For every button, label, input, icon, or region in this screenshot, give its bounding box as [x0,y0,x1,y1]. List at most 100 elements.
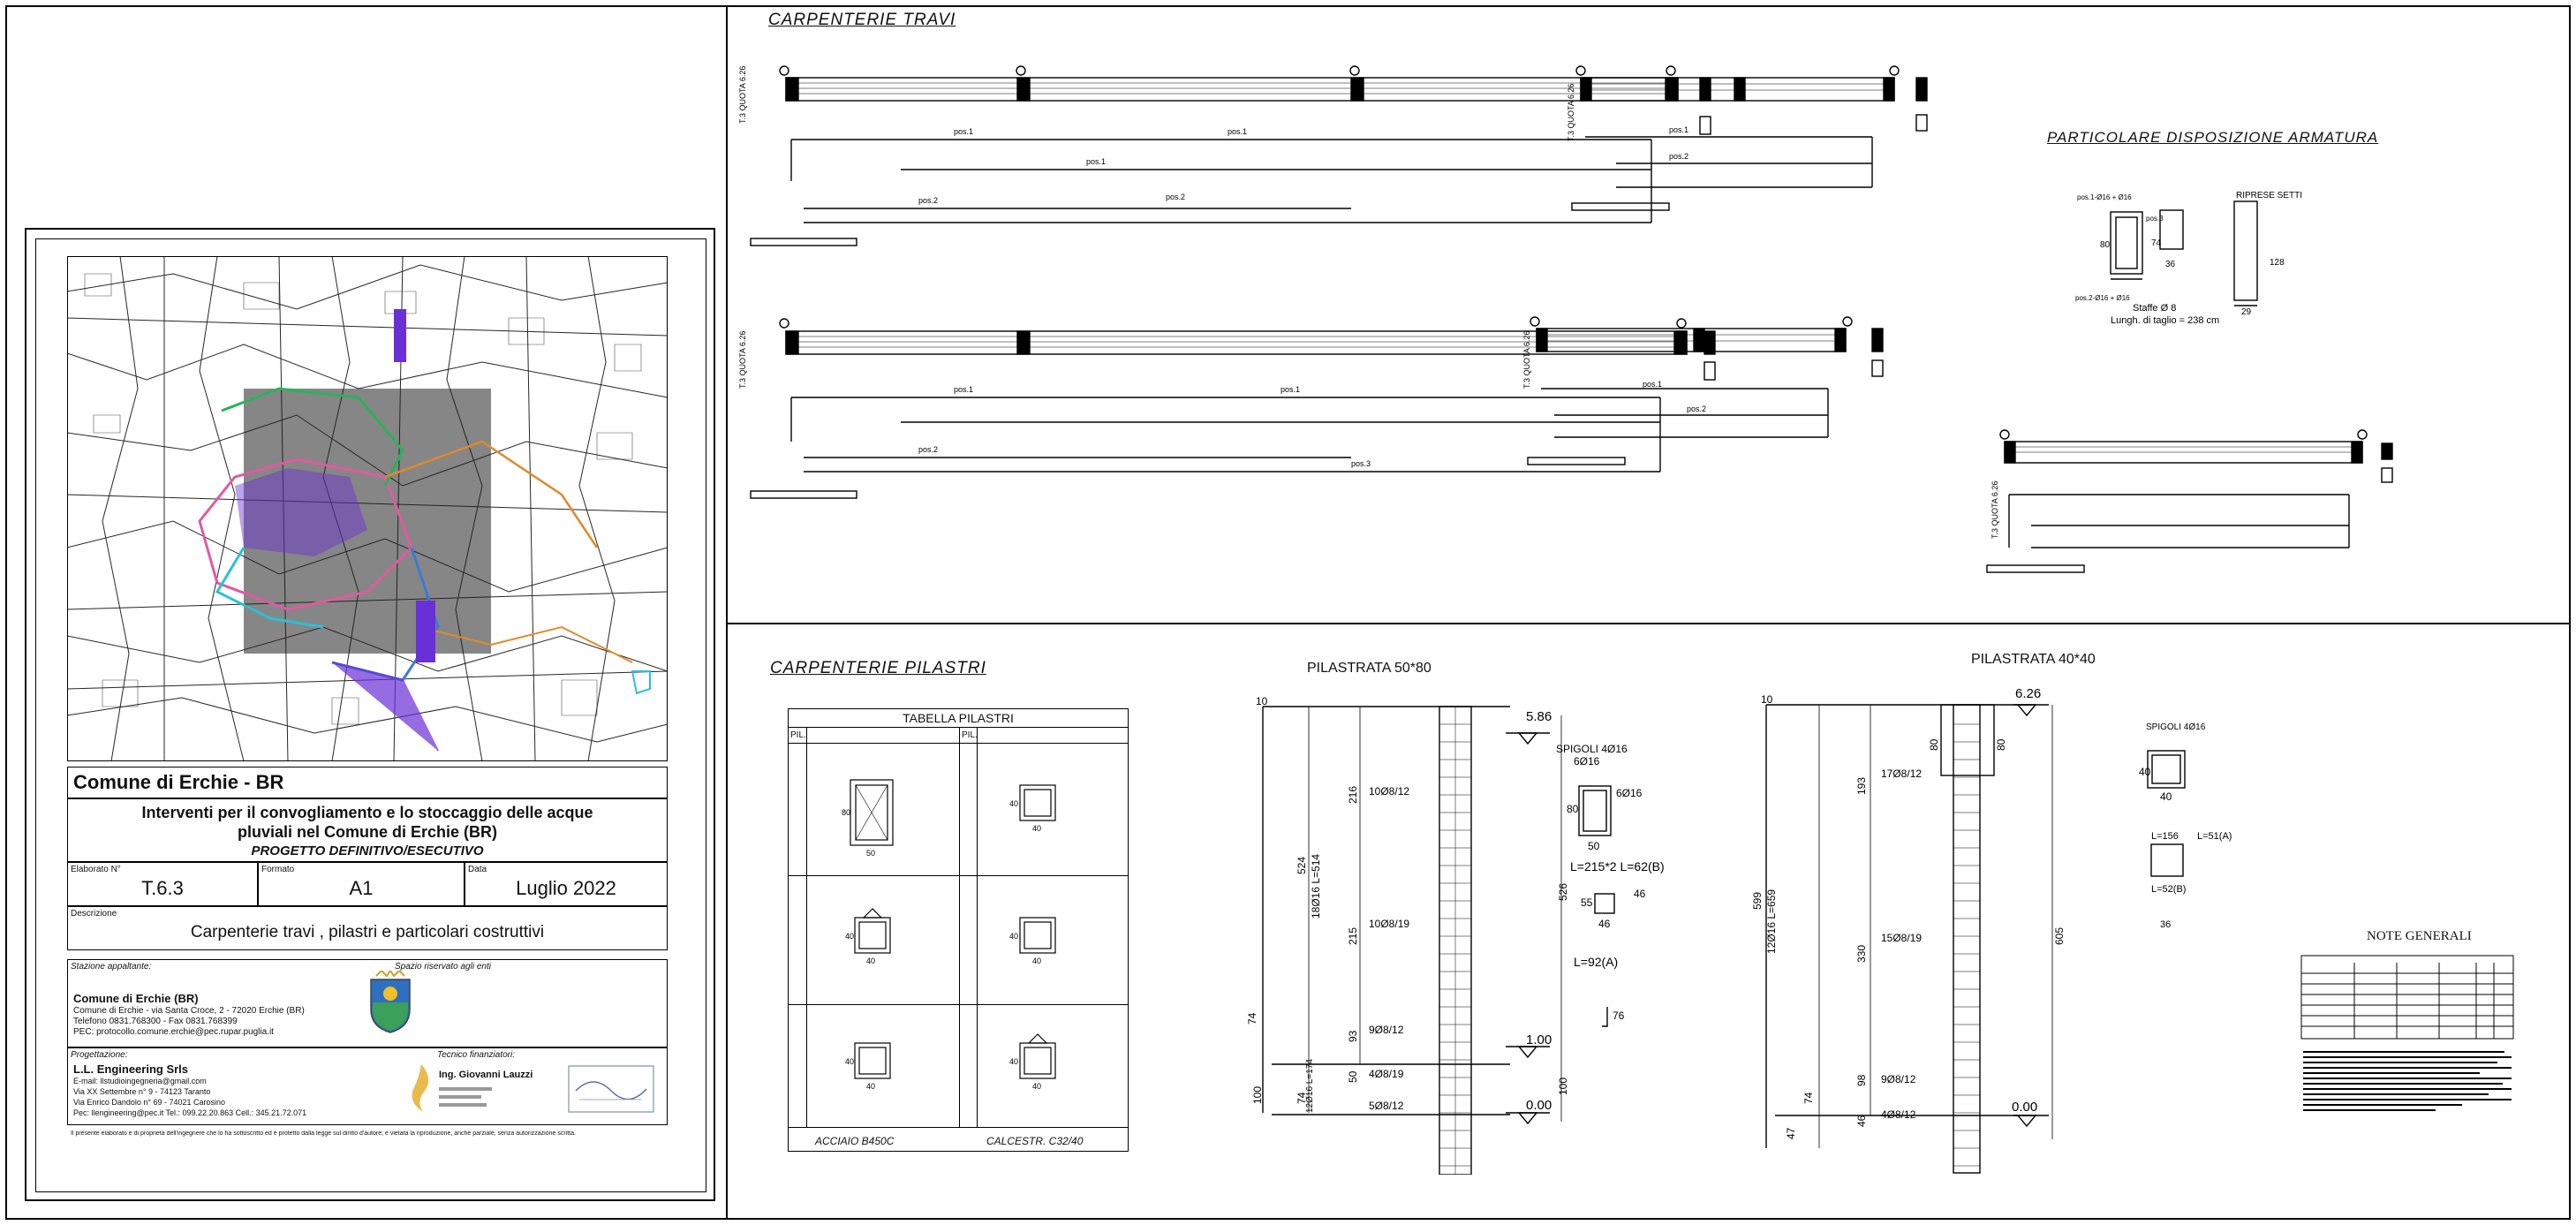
p1-h10: 10 [1256,695,1268,707]
tabella-pil-label-2: PIL. [962,730,978,740]
pilastrata2-drawing: 6.26 0.00 SPIGOLI 4Ø16 40 40 L=51(A) L=1… [1751,686,2232,1174]
p1-spigoli: SPIGOLI 4Ø16 [1556,743,1628,755]
municipal-coat-of-arms-icon [370,971,411,1033]
project-title: Interventi per il convogliamento e lo st… [141,804,593,841]
p1-l-bot: L=92(A) [1574,955,1618,969]
elaborato-cell: Elaborato N° T.6.3 [67,862,258,906]
p2-h193: 193 [1855,777,1868,795]
particolare-section-title: PARTICOLARE DISPOSIZIONE ARMATURA [2047,129,2379,146]
svg-text:40: 40 [1009,1057,1018,1066]
descrizione-value: Carpenterie travi , pilastri e particola… [190,923,545,941]
svg-text:40: 40 [1032,824,1041,833]
svg-text:40: 40 [845,932,854,941]
p1-st1: 10Ø8/12 [1369,785,1409,798]
data-label: Data [468,865,487,874]
p1-h524: 524 [1296,857,1308,874]
p1-dim46: 46 [1598,918,1611,930]
p2-dim36: 36 [2160,919,2171,930]
data-cell: Data Luglio 2022 [465,862,668,906]
spazio-label: Spazio riservato agli enti [395,962,491,972]
tabella-title: TABELLA PILASTRI [903,711,1014,725]
p1-st3: 9Ø8/12 [1369,1024,1404,1036]
p2-st2: 15Ø8/19 [1881,932,1922,944]
beam3-pos1-label: pos.1 [1669,125,1688,134]
travi-section-title: CARPENTERIE TRAVI [768,11,956,29]
svg-text:40: 40 [1009,799,1018,808]
p1-st4: 4Ø8/19 [1369,1068,1404,1080]
engineer-name: Ing. Giovanni Lauzzi [439,1070,533,1080]
beam1-pos2-label: pos.2 [918,196,938,205]
designer-line1: E-mail: llstudioingegneria@gmail.com [73,1077,207,1085]
tabella-calcestr: CALCESTR. C32/40 [986,1135,1084,1147]
titleblock-frame [25,228,715,1201]
beam3-pos2-label: pos.2 [1669,152,1688,161]
tecnico-label: Tecnico finanziatori: [437,1050,516,1060]
p2-sec-h: 40 [2139,766,2151,778]
beam2-pos3-label: pos.3 [1351,459,1371,468]
particolare-staffe: Staffe Ø 8 [2133,303,2176,314]
particolare-pos-top: pos.1-Ø16 + Ø16 [2077,193,2132,201]
beam4-pos2-label: pos.2 [1687,405,1706,413]
stazione-label: Stazione appaltante: [71,962,152,972]
note-generali-title: NOTE GENERALI [2367,929,2472,943]
sheet-frame [5,5,2571,1220]
p2-h47: 47 [1785,1127,1797,1139]
beam1-pos1-label: pos.1 [954,127,973,136]
p1-lati2: 6Ø16 [1616,787,1643,799]
progettazione-label: Progettazione: [71,1050,128,1060]
particolare-stirrups [2110,200,2258,306]
beam1-pos1b-label: pos.1 [1086,157,1106,166]
p1-dim46b: 46 [1634,888,1646,900]
svg-text:40: 40 [1009,932,1018,941]
beam2-pos1-label: pos.1 [954,385,973,394]
data-value: Luglio 2022 [516,877,616,899]
p1-st5: 5Ø8/12 [1369,1100,1404,1112]
engineer-stamp [439,1084,492,1119]
beam-2 [750,318,1716,499]
p2-h46: 46 [1855,1115,1868,1127]
client-line2: Telefono 0831.768300 - Fax 0831.768399 [73,1017,238,1026]
beam-4 [1527,316,1884,465]
p2-spigoli: SPIGOLI 4Ø16 [2146,722,2206,732]
beam2-pos2-label: pos.2 [918,445,938,454]
p1-lati1: 6Ø16 [1574,755,1600,768]
p1-h526: 526 [1557,883,1569,901]
beam1-pos2b-label: pos.2 [1166,193,1185,201]
p1-h215: 215 [1347,927,1359,945]
particolare-dim128: 128 [2270,258,2285,268]
pilastrata2-title: PILASTRATA 40*40 [1971,652,2096,667]
client-line1: Comune di Erchie - via Santa Croce, 2 - … [73,1006,305,1016]
p2-h330: 330 [1855,945,1868,963]
p1-long: 18Ø16 L=514 [1310,854,1322,919]
p1-sec-w: 50 [1588,840,1600,852]
site-map [67,256,668,761]
elaborato-value: T.6.3 [141,877,184,899]
p1-dim55: 55 [1581,896,1593,909]
p2-st4: 4Ø8/12 [1881,1108,1916,1121]
beam2-pos1b-label: pos.1 [1280,385,1300,394]
p2-h599: 599 [1751,892,1764,910]
pilastrata1-drawing: 5.86 1.00 0.00 SPIGOLI 4Ø16 6Ø16 6Ø16 80… [1246,695,1665,1175]
tabella-pil-label-1: PIL. [790,730,806,740]
p2-l2: L=156 [2151,831,2179,842]
p2-bottom-level: 0.00 [2012,1100,2037,1115]
p2-st3: 9Ø8/12 [1881,1073,1916,1085]
pilastrata1-title: PILASTRATA 50*80 [1307,661,1432,676]
beam4-pos1-label: pos.1 [1643,380,1662,389]
svg-text:80: 80 [842,808,850,817]
titleblock-inner [35,238,706,1192]
p1-h74b: 74 [1246,1012,1258,1025]
svg-text:40: 40 [1032,1082,1041,1091]
engineering-logo-icon [412,1064,429,1112]
p2-st1: 17Ø8/12 [1881,768,1922,780]
particolare-pos-bot: pos.2-Ø16 + Ø16 [2075,294,2130,302]
p2-long: 12Ø16 L=659 [1765,889,1778,954]
designer-line3: Via Enrico Dandolo n° 69 - 74021 Carosin… [73,1098,226,1107]
p1-bottom-level: 0.00 [1526,1098,1552,1113]
p1-h50: 50 [1347,1070,1359,1083]
particolare-riprese: RIPRESE SETTI [2236,191,2302,200]
p1-mid-level: 1.00 [1526,1032,1552,1047]
p2-l1: L=51(A) [2197,831,2232,842]
sheet-divider-vertical [726,5,728,1220]
